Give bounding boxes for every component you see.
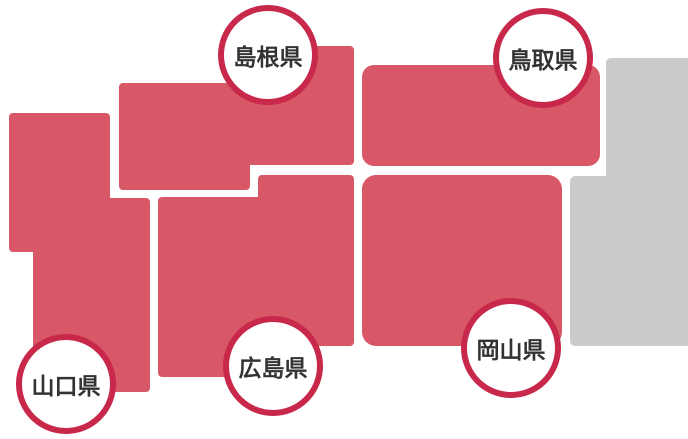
region-hiroshima[interactable] — [158, 175, 354, 377]
region-other — [570, 58, 688, 346]
label-shimane[interactable]: 島根県 — [218, 5, 318, 105]
label-tottori[interactable]: 鳥取県 — [493, 8, 593, 108]
label-okayama[interactable]: 岡山県 — [461, 298, 561, 398]
region-yamaguchi[interactable] — [9, 113, 150, 392]
label-hiroshima[interactable]: 広島県 — [223, 316, 323, 416]
label-yamaguchi[interactable]: 山口県 — [16, 334, 116, 434]
